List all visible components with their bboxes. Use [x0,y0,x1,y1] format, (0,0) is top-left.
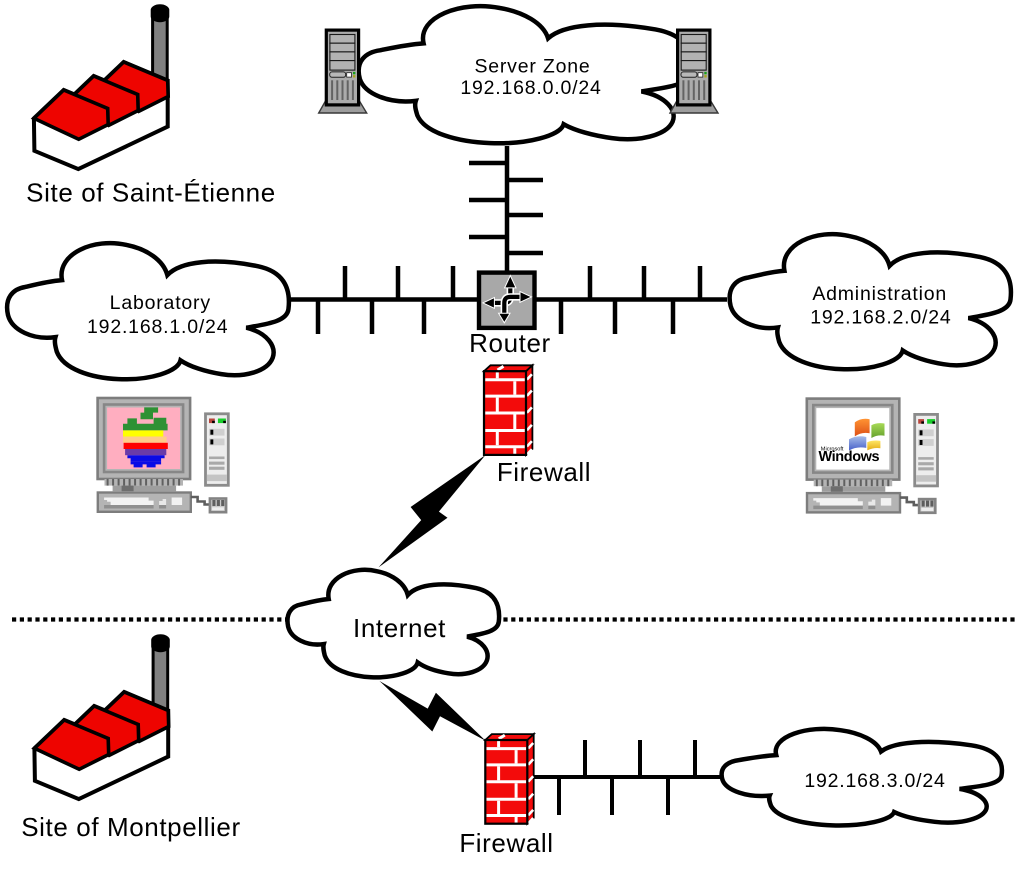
svg-text:Site of Saint-Étienne: Site of Saint-Étienne [26,178,276,208]
svg-text:Router: Router [469,328,551,358]
svg-text:Firewall: Firewall [497,457,591,487]
svg-text:192.168.0.0/24: 192.168.0.0/24 [460,77,601,99]
svg-text:Microsoft: Microsoft [821,445,844,452]
svg-text:192.168.1.0/24: 192.168.1.0/24 [87,316,228,338]
svg-text:Server Zone: Server Zone [474,56,590,78]
svg-text:Site of Montpellier: Site of Montpellier [21,812,241,842]
svg-text:Internet: Internet [353,613,446,643]
svg-text:Windows: Windows [819,449,880,465]
svg-text:192.168.3.0/24: 192.168.3.0/24 [804,770,945,792]
svg-text:Laboratory: Laboratory [110,292,211,314]
svg-text:Firewall: Firewall [459,828,553,858]
svg-text:Administration: Administration [812,283,947,305]
svg-text:192.168.2.0/24: 192.168.2.0/24 [810,306,951,328]
